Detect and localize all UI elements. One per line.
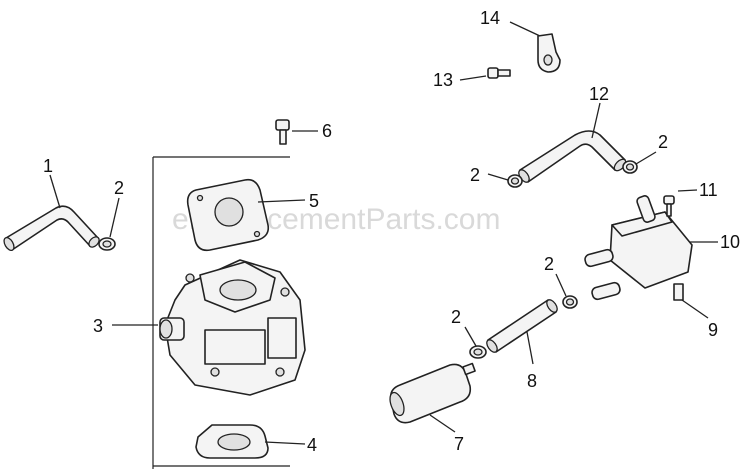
part-2-clamp-e[interactable]: [622, 160, 638, 174]
leader-8: [526, 331, 534, 365]
carburetor-group-bracket: [152, 156, 290, 469]
leader-14: [509, 21, 541, 37]
leader-13: [459, 75, 487, 81]
leader-2b: [464, 326, 477, 347]
callout-6: 6: [322, 121, 332, 141]
part-7-filter[interactable]: [387, 362, 476, 424]
part-3-carburetor[interactable]: [159, 259, 306, 396]
part-2-clamp-a[interactable]: [98, 237, 116, 251]
callout-10: 10: [720, 232, 740, 252]
callout-14: 14: [480, 8, 500, 28]
callout-5: 5: [309, 191, 319, 211]
leader-2c: [555, 273, 567, 297]
callout-9: 9: [708, 320, 718, 340]
callout-13: 13: [433, 70, 453, 90]
leader-5: [257, 199, 306, 203]
leader-11: [677, 189, 698, 192]
callout-4: 4: [307, 435, 317, 455]
part-2-clamp-c[interactable]: [562, 295, 578, 309]
leader-9: [681, 299, 709, 319]
part-14-clip[interactable]: [537, 33, 561, 73]
callout-11: 11: [699, 180, 718, 200]
callout-2d: 2: [470, 165, 480, 185]
callout-2c: 2: [544, 254, 554, 274]
leader-12: [591, 102, 601, 139]
callout-8: 8: [527, 371, 537, 391]
callout-2e: 2: [658, 132, 668, 152]
part-12-hose[interactable]: [517, 130, 628, 184]
callout-3: 3: [93, 316, 103, 336]
leader-2a: [109, 197, 120, 238]
part-4-gasket[interactable]: [195, 424, 269, 459]
part-2-clamp-d[interactable]: [507, 174, 523, 188]
part-11-screw[interactable]: [663, 195, 675, 217]
leader-7: [429, 414, 456, 433]
part-5-gasket[interactable]: [186, 178, 270, 252]
part-6-bolt[interactable]: [275, 119, 290, 145]
callout-2b: 2: [451, 307, 461, 327]
callout-1: 1: [43, 156, 53, 176]
part-8-hose[interactable]: [485, 298, 560, 354]
callout-12: 12: [589, 84, 609, 104]
part-10-fuel-pump[interactable]: [584, 195, 693, 301]
part-2-clamp-b[interactable]: [469, 345, 487, 359]
leader-1: [49, 174, 61, 209]
part-13-bolt[interactable]: [487, 67, 511, 79]
leader-4: [264, 441, 306, 445]
callout-2a: 2: [114, 178, 124, 198]
part-1-hose[interactable]: [2, 205, 101, 252]
leader-2d: [487, 173, 509, 181]
callout-7: 7: [454, 434, 464, 454]
leader-2e: [635, 151, 657, 165]
